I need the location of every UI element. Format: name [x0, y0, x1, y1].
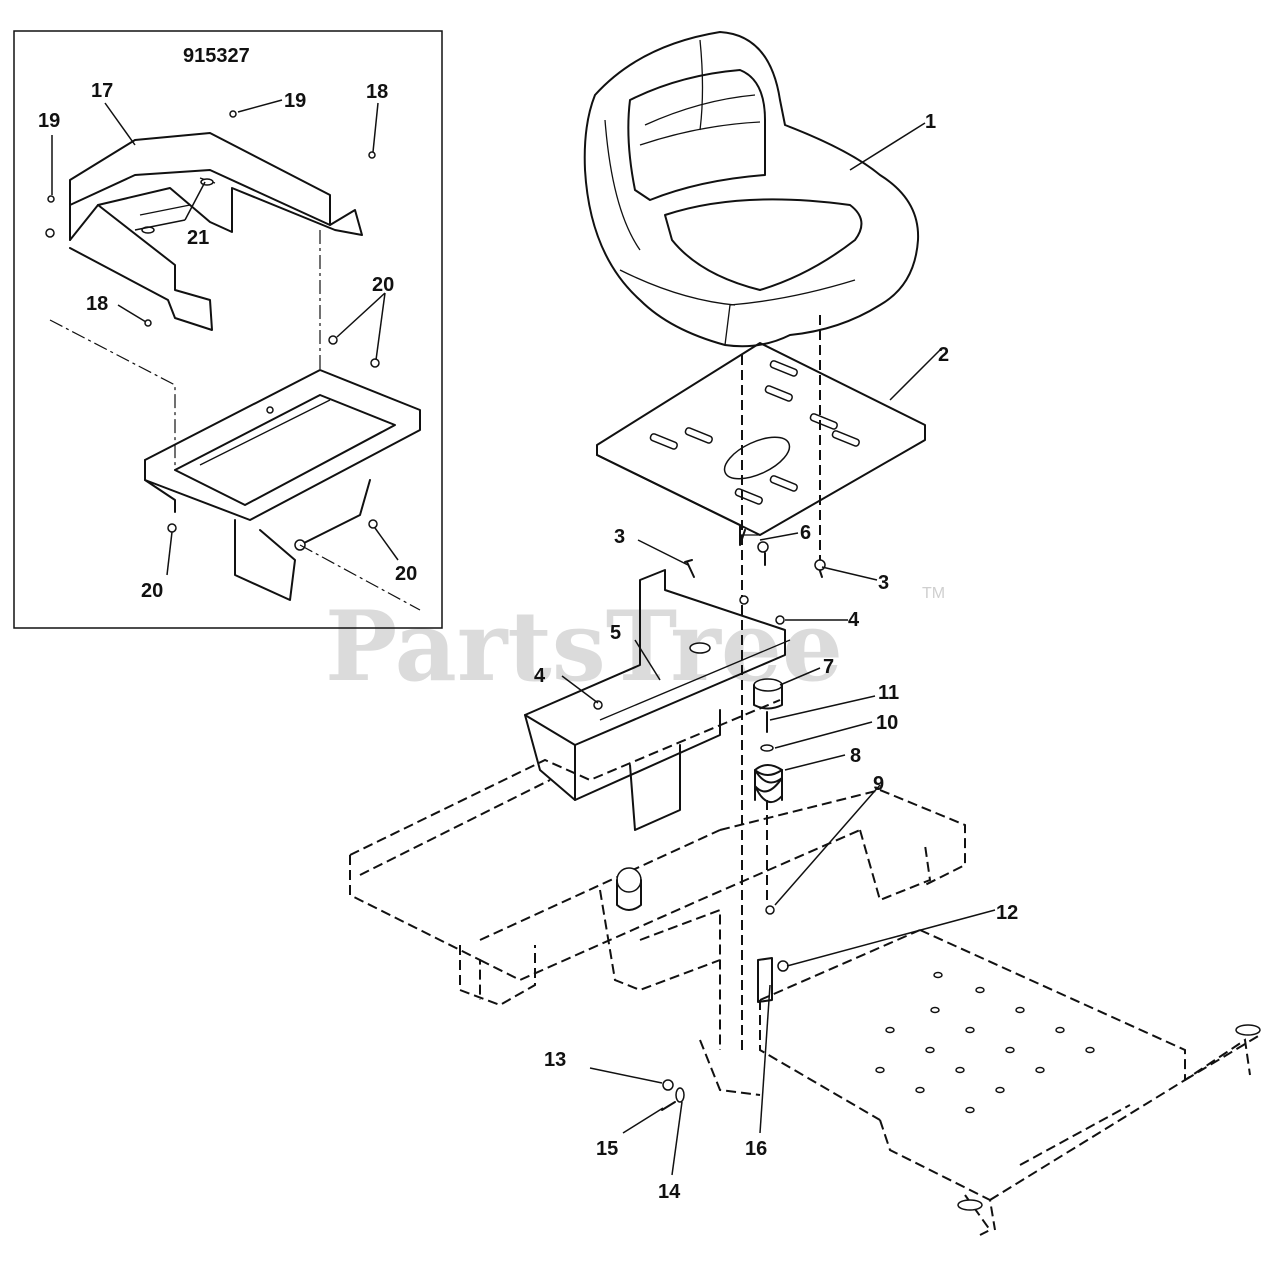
seat-bracket	[524, 569, 791, 831]
footplate-holes	[875, 971, 1095, 1114]
nut-icon	[328, 335, 338, 345]
callout-4b: 4	[534, 665, 546, 687]
inset-seat-frame	[49, 230, 421, 611]
callout-15: 15	[596, 1138, 618, 1160]
callout-2: 2	[938, 344, 949, 366]
callout-18b: 18	[86, 293, 108, 315]
callout-3a: 3	[614, 526, 625, 548]
seat	[583, 31, 920, 348]
nut-icon	[368, 519, 378, 529]
callout-4a: 4	[848, 609, 860, 631]
callout-20c: 20	[395, 563, 417, 585]
inset-title: 915327	[183, 45, 250, 67]
screw-icon	[47, 195, 55, 203]
callout-5: 5	[610, 622, 621, 644]
callout-19a: 19	[38, 110, 60, 132]
screw-icon	[45, 228, 55, 238]
leader-lines	[51, 99, 996, 1176]
heat-shield	[69, 132, 363, 331]
callout-6: 6	[800, 522, 811, 544]
callout-8: 8	[850, 745, 861, 767]
callout-19b: 19	[284, 90, 306, 112]
callout-1: 1	[925, 111, 936, 133]
watermark: PartsTree TM	[325, 585, 945, 703]
inset-panel: 915327	[13, 30, 443, 629]
callout-17: 17	[91, 80, 113, 102]
screw-icon	[368, 151, 376, 159]
callout-20a: 20	[372, 274, 394, 296]
seat-pan	[596, 315, 926, 1050]
callout-3b: 3	[878, 572, 889, 594]
callout-11: 11	[878, 682, 899, 704]
screw-icon	[144, 319, 152, 327]
front-hardware	[616, 867, 789, 1111]
screw-icon	[229, 110, 237, 118]
callout-14: 14	[658, 1181, 681, 1203]
callout-7: 7	[823, 656, 834, 678]
suspension-assembly	[753, 678, 783, 915]
inset-border	[13, 30, 443, 629]
callout-10: 10	[876, 712, 898, 734]
callout-12: 12	[996, 902, 1018, 924]
watermark-trademark: TM	[922, 585, 945, 602]
callout-21: 21	[187, 227, 209, 249]
callout-16: 16	[745, 1138, 767, 1160]
nut-icon	[370, 358, 380, 368]
callout-20b: 20	[141, 580, 163, 602]
callout-18a: 18	[366, 81, 388, 103]
callouts: 1 2 3 3 4 4 5 6 7 8 9 10 11 12 13 14 15 …	[38, 80, 1018, 1203]
callout-9: 9	[873, 773, 884, 795]
hardware-group	[593, 541, 826, 710]
callout-13: 13	[544, 1049, 566, 1071]
mower-frame	[349, 699, 1261, 1236]
nut-icon	[167, 523, 177, 533]
